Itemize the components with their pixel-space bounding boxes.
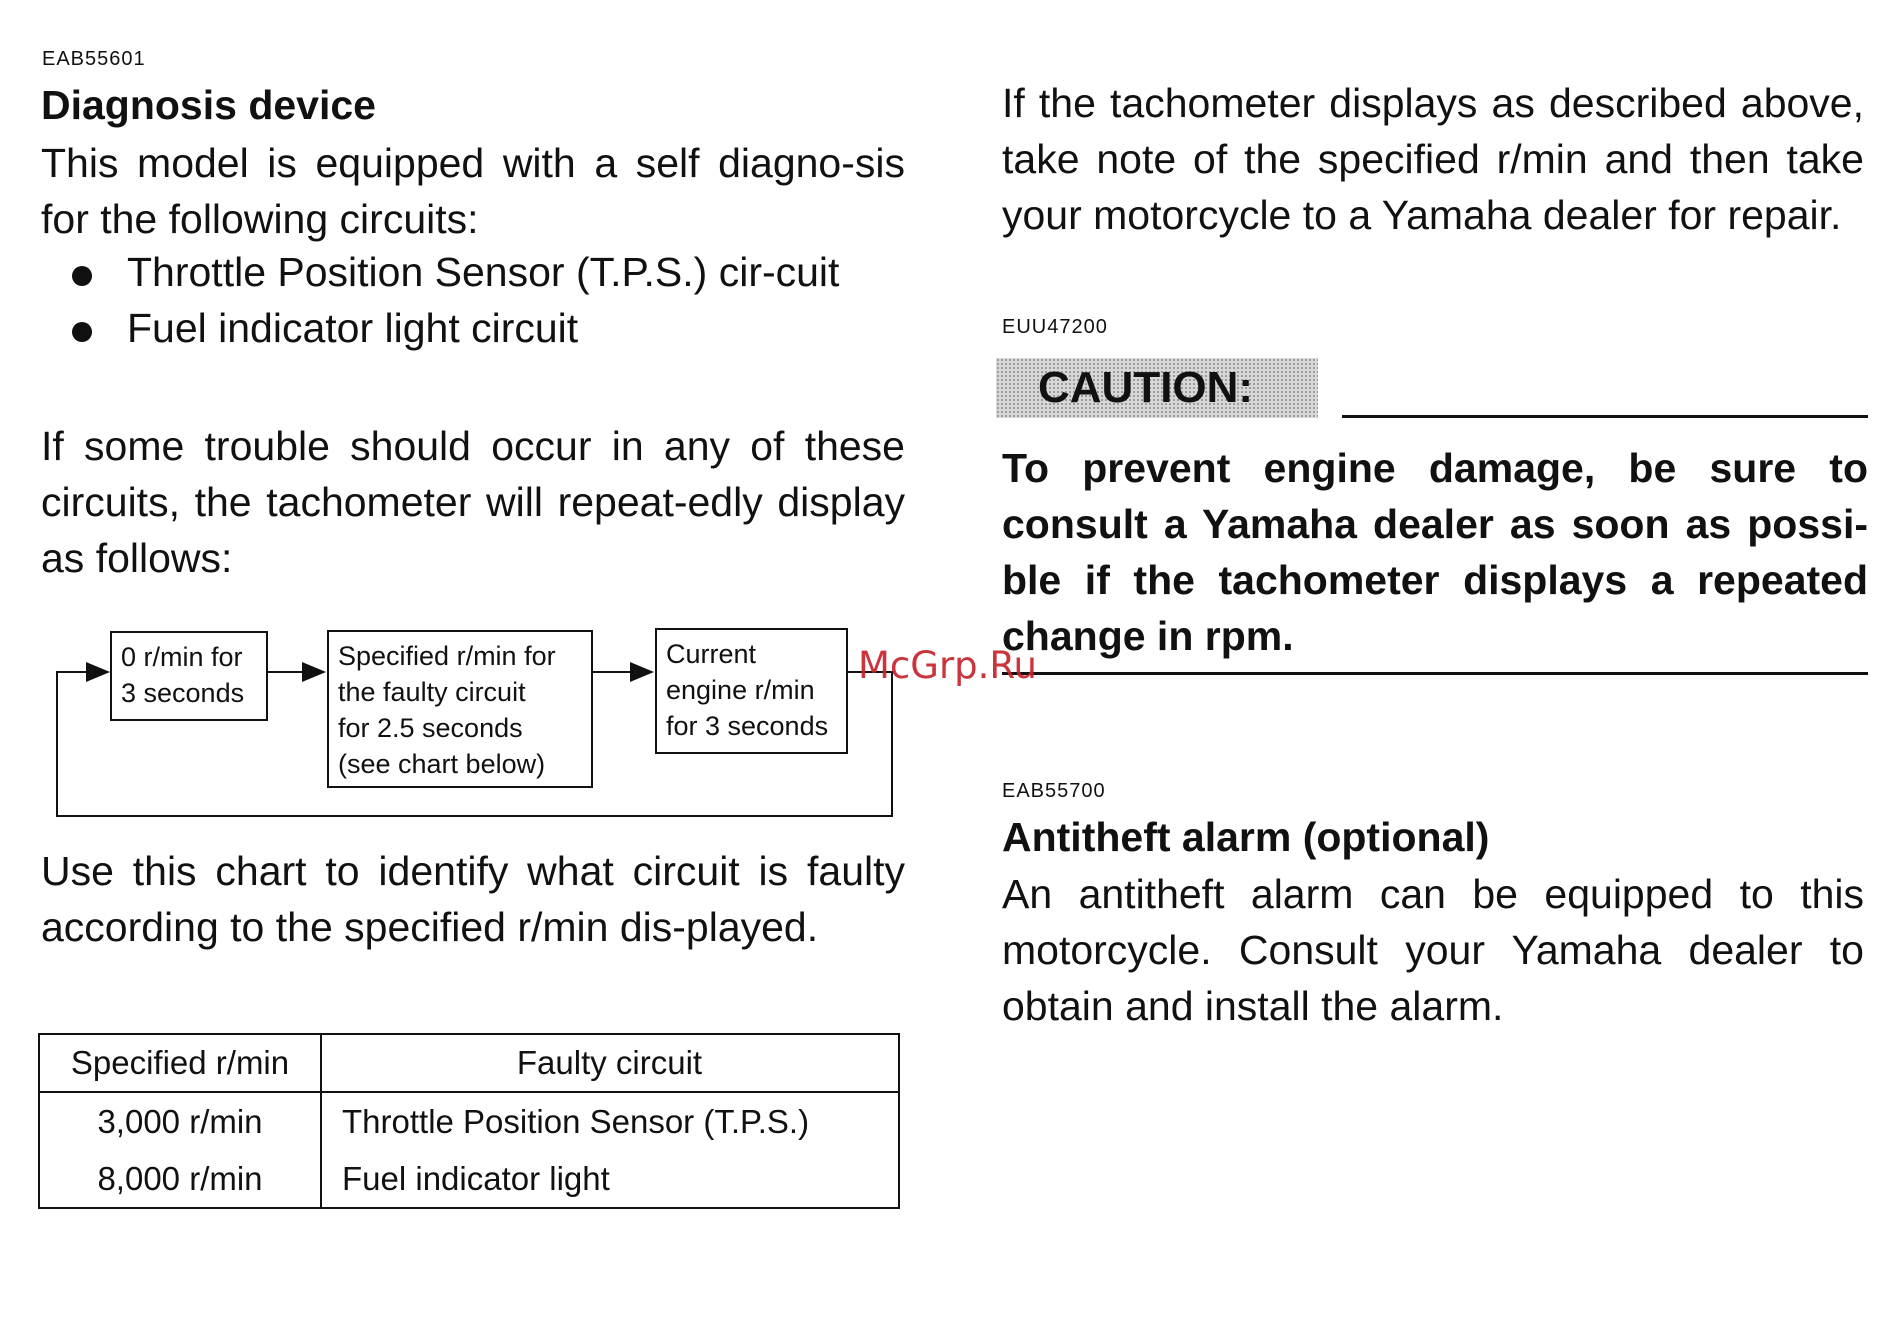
circuit-list: Throttle Position Sensor (T.P.S.) cir-cu…	[65, 244, 905, 356]
flow-box-specified-rpm: Specified r/min for the faulty circuit f…	[327, 630, 593, 788]
table-cell: 8,000 r/min	[38, 1150, 322, 1209]
table-row: 3,000 r/min Throttle Position Sensor (T.…	[38, 1092, 900, 1150]
section-code: EUU47200	[1002, 316, 1108, 338]
caution-bottom-rule	[1002, 672, 1868, 675]
section-heading-antitheft: Antitheft alarm (optional)	[1002, 814, 1490, 860]
table-header-row: Specified r/min Faulty circuit	[38, 1033, 900, 1093]
list-item-text: Fuel indicator light circuit	[127, 305, 579, 351]
alarm-paragraph: An antitheft alarm can be equipped to th…	[1002, 871, 1864, 1029]
rpm-circuit-table: Specified r/min Faulty circuit 3,000 r/m…	[38, 1033, 900, 1209]
list-item-text: Throttle Position Sensor (T.P.S.) cir-cu…	[127, 249, 840, 295]
table-cell: Fuel indicator light	[320, 1150, 900, 1209]
trouble-paragraph: If some trouble should occur in any of t…	[41, 423, 905, 581]
tachometer-note-paragraph: If the tachometer displays as described …	[1002, 80, 1864, 238]
table-header-specified: Specified r/min	[38, 1033, 322, 1093]
caution-top-rule	[1342, 415, 1868, 418]
watermark-text: McGrp.Ru	[858, 644, 1037, 687]
section-code: EAB55601	[42, 48, 146, 70]
flow-box-zero-rpm: 0 r/min for 3 seconds	[110, 631, 268, 721]
list-item: Fuel indicator light circuit	[65, 300, 905, 356]
caution-paragraph: To prevent engine damage, be sure to con…	[1002, 445, 1868, 659]
table-cell: Throttle Position Sensor (T.P.S.)	[320, 1092, 900, 1150]
bullet-icon	[72, 322, 92, 342]
table-header-circuit: Faulty circuit	[320, 1033, 900, 1093]
table-row: 8,000 r/min Fuel indicator light	[38, 1150, 900, 1209]
chart-intro-paragraph: Use this chart to identify what circuit …	[41, 848, 905, 950]
bullet-icon	[72, 266, 92, 286]
section-code: EAB55700	[1002, 780, 1106, 802]
intro-paragraph: This model is equipped with a self diagn…	[41, 140, 905, 242]
section-heading-diagnosis: Diagnosis device	[41, 82, 376, 128]
flow-box-current-rpm: Current engine r/min for 3 seconds	[655, 628, 848, 754]
caution-label: CAUTION:	[996, 358, 1318, 418]
table-cell: 3,000 r/min	[38, 1092, 322, 1150]
flow-loop-line	[56, 662, 893, 817]
list-item: Throttle Position Sensor (T.P.S.) cir-cu…	[65, 244, 905, 300]
